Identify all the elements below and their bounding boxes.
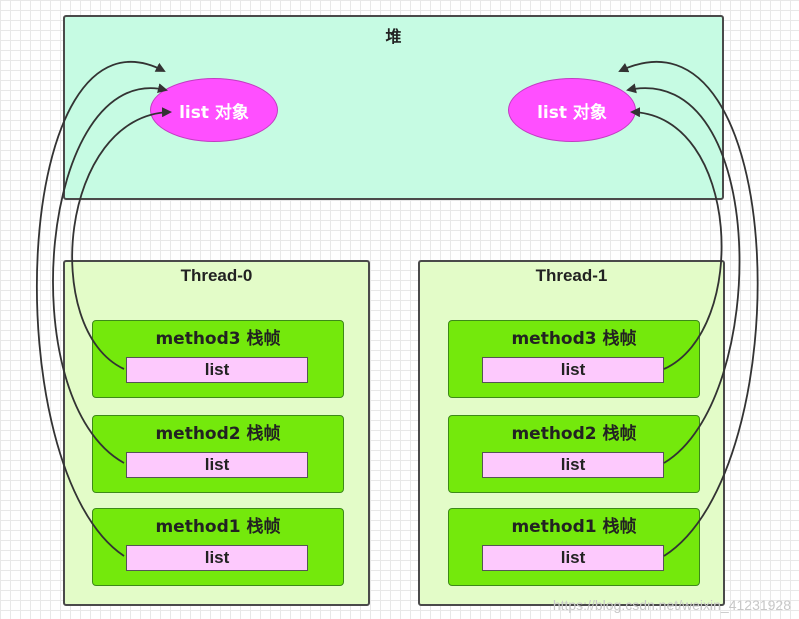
frame-title: method1 栈帧 [155,517,281,537]
local-var-list: list [126,452,308,478]
local-var-list: list [126,545,308,571]
thread-title: Thread-0 [180,266,253,285]
frame-title: method3 栈帧 [155,329,281,349]
frame-title: method3 栈帧 [511,329,637,349]
frame-title: method2 栈帧 [511,424,637,444]
watermark: https://blog.csdn.net/weixin_41231928 [552,597,791,613]
heap-area: 堆 list 对象 list 对象 [63,15,724,200]
thread-1-stack: Thread-1 method3 栈帧 list method2 栈帧 list… [418,260,725,606]
local-var-list: list [126,357,308,383]
stack-frame-method3: method3 栈帧 list [92,320,344,398]
local-var-list: list [482,452,664,478]
stack-frame-method1: method1 栈帧 list [92,508,344,586]
frame-title: method2 栈帧 [155,424,281,444]
heap-title: 堆 [385,27,402,46]
list-object-left: list 对象 [150,78,278,142]
stack-frame-method2: method2 栈帧 list [448,415,700,493]
stack-frame-method1: method1 栈帧 list [448,508,700,586]
frame-title: method1 栈帧 [511,517,637,537]
local-var-list: list [482,357,664,383]
list-object-right: list 对象 [508,78,636,142]
stack-frame-method3: method3 栈帧 list [448,320,700,398]
thread-title: Thread-1 [535,266,608,285]
thread-0-stack: Thread-0 method3 栈帧 list method2 栈帧 list… [63,260,370,606]
local-var-list: list [482,545,664,571]
stack-frame-method2: method2 栈帧 list [92,415,344,493]
